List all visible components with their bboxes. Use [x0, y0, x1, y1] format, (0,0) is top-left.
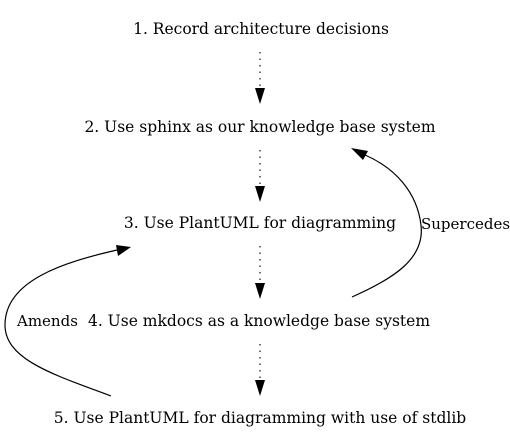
edge-1-to-2	[255, 52, 265, 104]
node-5-label: 5. Use PlantUML for diagramming with use…	[54, 409, 467, 427]
node-1-label: 1. Record architecture decisions	[133, 20, 389, 38]
edge-4-to-5	[255, 344, 265, 396]
edge-amends: Amends	[4, 245, 131, 397]
edge-2-to-3-arrowhead	[255, 186, 265, 202]
edge-4-to-5-arrowhead	[255, 380, 265, 396]
node-4-label: 4. Use mkdocs as a knowledge base system	[88, 312, 430, 330]
edge-2-to-3	[255, 150, 265, 202]
edge-supercedes: Supercedes	[351, 148, 510, 298]
edge-supercedes-curve	[351, 154, 422, 298]
edge-supercedes-arrowhead	[351, 148, 368, 160]
edge-3-to-4	[255, 246, 265, 299]
edge-amends-arrowhead	[116, 245, 131, 256]
edge-amends-label: Amends	[16, 312, 78, 330]
node-3-label: 3. Use PlantUML for diagramming	[124, 214, 396, 232]
edge-supercedes-label: Supercedes	[421, 215, 510, 233]
edge-3-to-4-arrowhead	[255, 283, 265, 299]
edge-1-to-2-arrowhead	[255, 88, 265, 104]
edge-amends-curve	[4, 249, 118, 397]
node-2-label: 2. Use sphinx as our knowledge base syst…	[84, 118, 435, 136]
